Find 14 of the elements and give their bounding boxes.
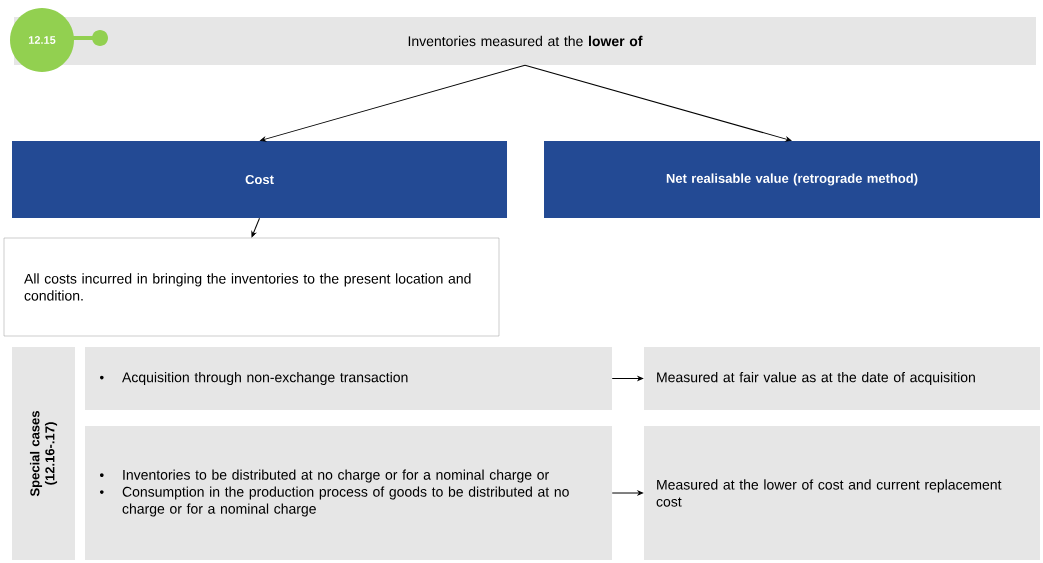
arrow xyxy=(611,490,644,496)
arrow xyxy=(524,64,792,142)
text-box: Measured at the lower of cost and current replacement cost xyxy=(644,426,1040,560)
heading-box: Cost xyxy=(12,141,507,218)
text-box: Measured at fair value as at the date of acquisition xyxy=(644,347,1040,410)
bullet-list-box: Inventories to be distributed at no charge or for a nominal charge or Consumption in the production process of goods to be distributed at no charge or for a nominal charge xyxy=(85,426,612,560)
arrow xyxy=(251,217,260,238)
text-box: All costs incurred in bringing the inventories to the present location and condition. xyxy=(3,237,500,337)
side-label: Special cases (12.16-.17) xyxy=(12,347,75,560)
arrow xyxy=(260,64,526,142)
heading-box: Net realisable value (retrograde method) xyxy=(544,141,1040,218)
bullet-list-box: Acquisition through non-exchange transaction xyxy=(85,347,612,410)
arrow xyxy=(611,376,644,381)
section-badge: 12.15 xyxy=(10,8,108,72)
